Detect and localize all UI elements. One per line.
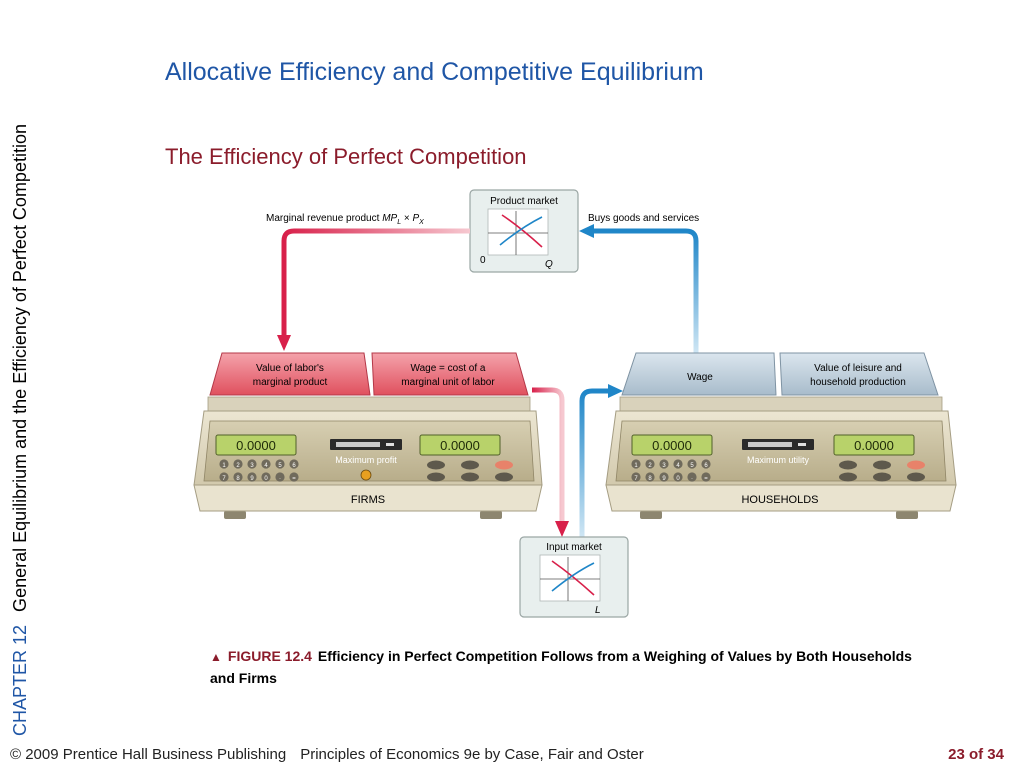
blue-flow-arrow-top [579,224,699,353]
svg-text:Value of leisure and: Value of leisure and [814,363,902,374]
svg-text:=: = [704,476,708,482]
svg-text:1: 1 [222,463,226,469]
svg-text:5: 5 [690,463,694,469]
svg-text:5: 5 [278,463,282,469]
svg-text:·: · [279,476,281,482]
svg-text:·: · [691,476,693,482]
efficiency-diagram: Product market 0 Q Marginal revenue prod… [193,189,957,618]
slide-title: Allocative Efficiency and Competitive Eq… [165,58,704,86]
households-pan-right: Value of leisure and household productio… [779,352,939,396]
households-control-buttons [839,460,925,482]
firms-pan-right: Wage = cost of a marginal unit of labor [371,352,529,396]
page-number: 23 of 34 [948,746,1004,763]
svg-text:8: 8 [236,476,240,482]
product-market: Product market 0 Q [469,189,579,273]
buys-goods-flow-label: Buys goods and services [588,213,699,224]
svg-text:marginal product: marginal product [253,377,328,388]
svg-text:marginal unit of labor: marginal unit of labor [401,377,495,388]
product-market-label: Product market [490,196,558,207]
slide-subtitle: The Efficiency of Perfect Competition [165,144,527,169]
svg-text:4: 4 [264,463,268,469]
svg-text:4: 4 [676,463,680,469]
firms-pan-left: Value of labor's marginal product [209,352,371,396]
chapter-number: CHAPTER 12 [10,624,30,736]
households-scale: Wage Value of leisure and household prod… [605,352,957,519]
svg-text:Value of labor's: Value of labor's [256,363,324,374]
chapter-title: General Equilibrium and the Efficiency o… [10,124,30,612]
firms-panel-label: Maximum profit [335,455,397,465]
svg-text:Wage = cost of a: Wage = cost of a [411,363,486,374]
firms-indicator-light [360,469,372,481]
firms-display-left: 0.0000 [236,438,276,453]
firms-base-label: FIRMS [351,494,385,506]
households-panel-label: Maximum utility [747,455,810,465]
households-keypad: 1 2 3 4 5 6 7 8 9 0 · = [631,459,711,482]
caption-triangle-icon: ▲ [210,650,222,664]
svg-text:8: 8 [648,476,652,482]
product-origin-label: 0 [480,255,486,266]
svg-text:3: 3 [250,463,254,469]
svg-text:6: 6 [704,463,708,469]
firms-control-buttons [427,460,513,482]
svg-text:2: 2 [236,463,240,469]
svg-text:7: 7 [222,476,226,482]
chapter-side-label: CHAPTER 12 General Equilibrium and the E… [5,56,35,736]
footer-copyright: © 2009 Prentice Hall Business Publishing [10,746,287,763]
firms-keypad: 1 2 3 4 5 6 7 8 9 0 · = [219,459,299,482]
svg-text:1: 1 [634,463,638,469]
red-flow-arrow-top [277,228,470,351]
svg-text:2: 2 [648,463,652,469]
firms-scale: Value of labor's marginal product Wage =… [193,352,543,519]
svg-text:9: 9 [250,476,254,482]
product-supply-curve [499,216,543,246]
households-base-label: HOUSEHOLDS [741,494,818,506]
svg-text:0: 0 [676,476,680,482]
households-pan-left: Wage [621,352,777,396]
product-axis-label: Q [545,259,553,270]
red-flow-arrow-bottom [532,387,569,537]
svg-text:7: 7 [634,476,638,482]
mrp-flow-label: Marginal revenue product MPL × PX [266,213,424,226]
svg-text:=: = [292,476,296,482]
svg-text:3: 3 [662,463,666,469]
input-market-label: Input market [546,542,602,553]
footer-book: Principles of Economics 9e by Case, Fair… [300,746,644,763]
firms-display-right: 0.0000 [440,438,480,453]
svg-text:9: 9 [662,476,666,482]
svg-text:Wage: Wage [687,372,713,383]
input-market: Input market L [519,536,629,618]
svg-text:6: 6 [292,463,296,469]
households-display-left: 0.0000 [652,438,692,453]
caption-text: Efficiency in Perfect Competition Follow… [210,648,912,686]
svg-text:household production: household production [810,377,906,388]
input-supply-curve [551,562,595,592]
figure-label: FIGURE 12.4 [227,648,312,664]
footer: © 2009 Prentice Hall Business Publishing… [10,746,644,763]
households-display-right: 0.0000 [854,438,894,453]
svg-text:0: 0 [264,476,268,482]
input-axis-label: L [595,605,601,616]
blue-flow-arrow-bottom [579,384,623,537]
